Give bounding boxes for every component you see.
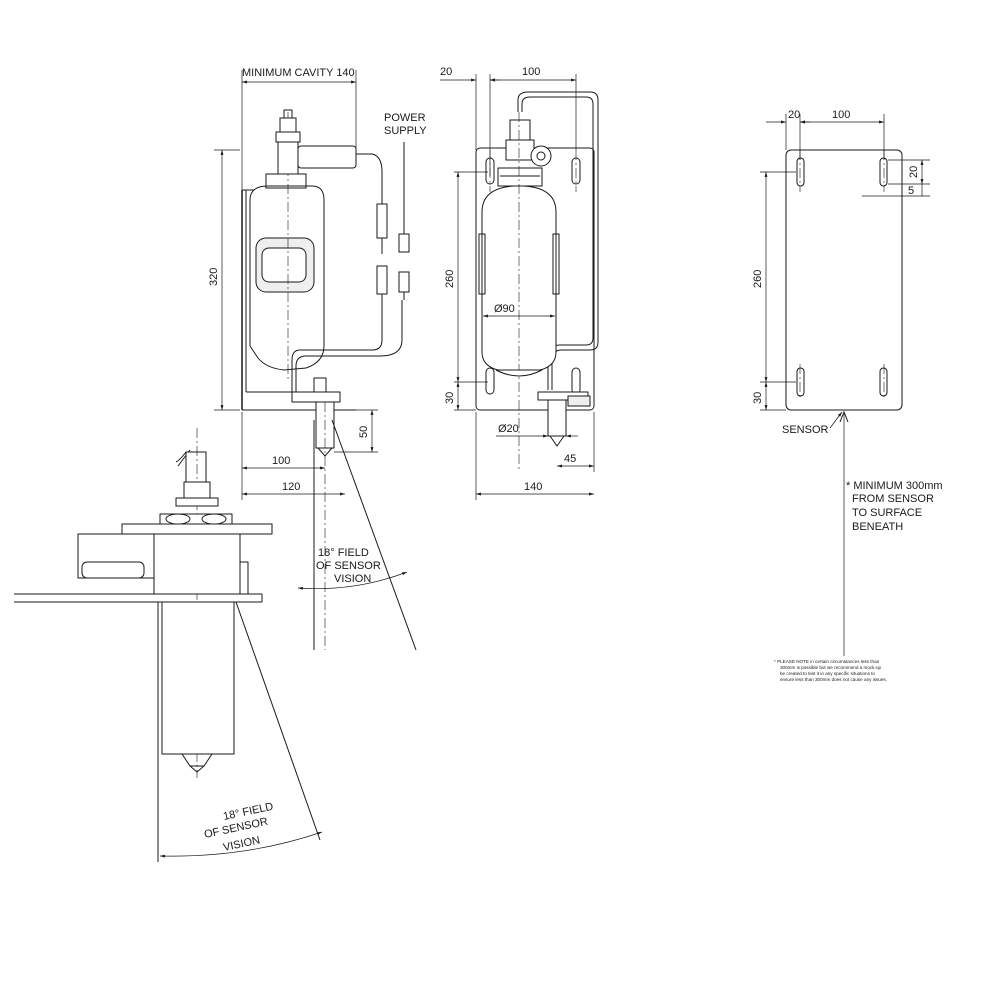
dimension-50-label: 50: [358, 426, 370, 438]
min-300-label-1: * MINIMUM 300mm: [846, 480, 943, 492]
dimension-50: 50: [334, 409, 378, 453]
side-view: MINIMUM CAVITY 140 320: [208, 67, 427, 651]
sensor-label: SENSOR: [782, 424, 829, 436]
back-dim-100-label: 100: [832, 109, 850, 121]
side-tubing: [291, 153, 403, 392]
min-300-label-4: BENEATH: [852, 521, 903, 533]
back-dim-20-label: 20: [788, 109, 800, 121]
dimension-320-label: 320: [208, 268, 220, 286]
front-dim-260-label: 260: [444, 270, 456, 288]
front-dim-100-label: 100: [522, 66, 540, 78]
dimension-100-120: 100 120: [241, 412, 345, 500]
back-slot-5-label: 5: [908, 185, 914, 197]
side-sensor-nozzle: [291, 377, 341, 650]
back-dim-260-label: 260: [752, 270, 764, 288]
footnote-line-1: * PLEASE NOTE in certain circumstances l…: [774, 659, 880, 664]
power-supply-label-2: SUPPLY: [384, 125, 427, 137]
footnote-line-2: 300mm is possible but we recommend a moc…: [780, 665, 882, 670]
footnote-line-4: ensure less than 300mm does not cause an…: [780, 677, 887, 682]
dimension-120-label: 120: [282, 481, 300, 493]
front-dim-30-label: 30: [444, 392, 456, 404]
front-dia20-label: Ø20: [498, 423, 519, 435]
minimum-cavity-dimension: MINIMUM CAVITY 140: [241, 67, 357, 190]
minimum-cavity-label: MINIMUM CAVITY 140: [242, 67, 355, 79]
front-dim-20-label: 20: [440, 66, 452, 78]
side-valve-head: [275, 109, 357, 175]
field-of-vision-small: 18° FIELD OF SENSOR VISION: [297, 419, 417, 651]
front-dim-140-label: 140: [524, 481, 542, 493]
back-dim-30-label: 30: [752, 392, 764, 404]
front-dim-45-label: 45: [564, 453, 576, 465]
power-supply-connector: POWER SUPPLY: [384, 112, 427, 300]
min-300-label-2: FROM SENSOR: [852, 493, 934, 505]
detail-view: 18° FIELD OF SENSOR VISION: [14, 428, 323, 862]
front-view: 20 100 Ø90: [440, 66, 599, 500]
back-slot-20-label: 20: [908, 166, 920, 178]
back-plate-view: 20 100 20 5 260 30 SENSOR *: [752, 109, 943, 682]
front-dia90-label: Ø90: [494, 303, 515, 315]
fov-small-label-1: 18° FIELD: [318, 547, 369, 559]
fov-small-label-3: VISION: [334, 573, 371, 585]
dimension-320: 320: [208, 149, 240, 411]
fov-small-label-2: OF SENSOR: [316, 560, 381, 572]
footnote-line-3: be created to test it in any specific si…: [780, 671, 875, 676]
dimension-100-label: 100: [272, 455, 290, 467]
power-supply-label-1: POWER: [384, 112, 426, 124]
min-300-label-3: TO SURFACE: [852, 507, 922, 519]
